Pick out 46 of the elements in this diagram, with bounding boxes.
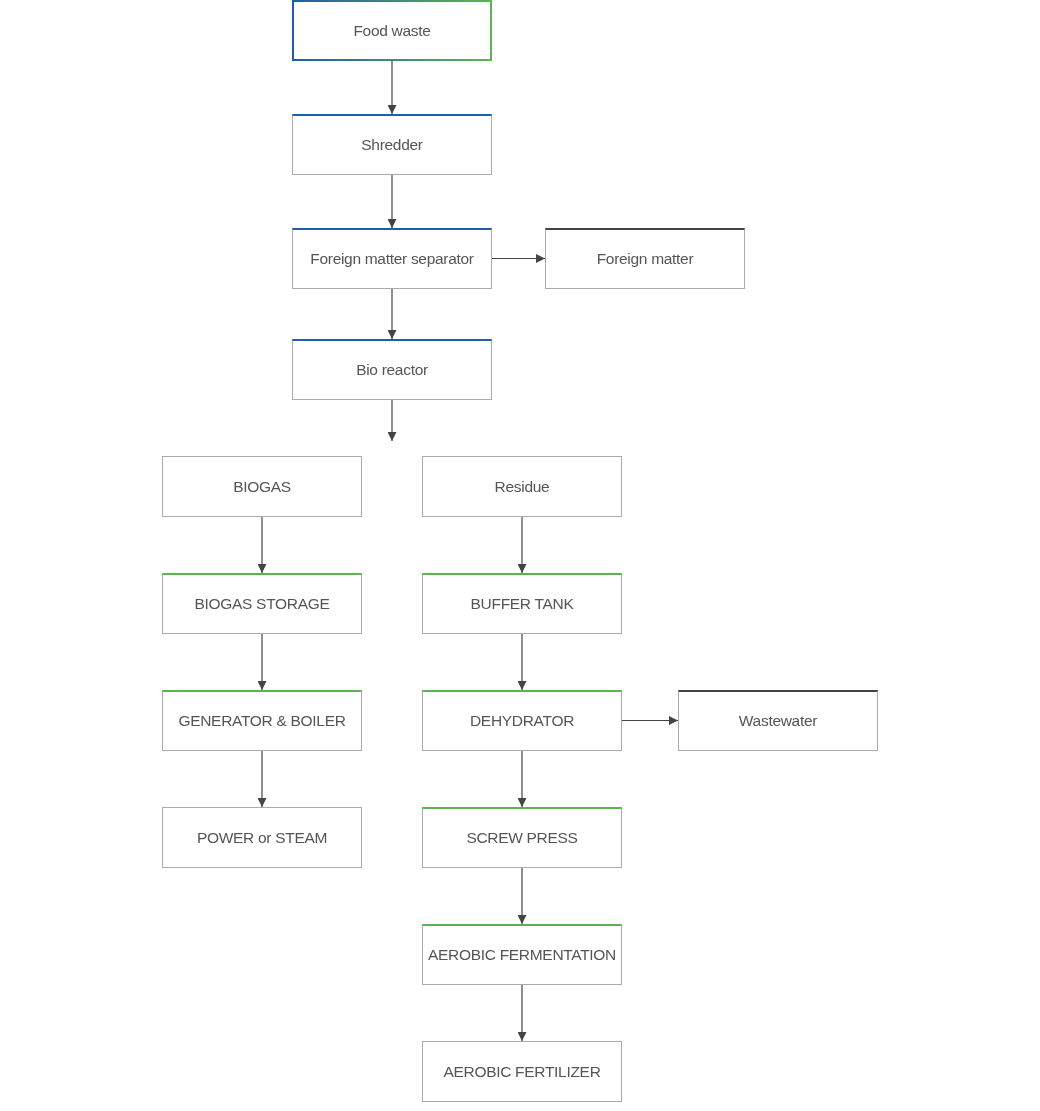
process-box: [292, 228, 492, 289]
process-box: [162, 807, 362, 868]
process-box: [422, 573, 622, 634]
arrow: [517, 984, 527, 1042]
process-box: [162, 690, 362, 751]
arrow: [257, 633, 267, 691]
process-box: [545, 228, 745, 289]
arrow: [387, 60, 397, 115]
box-label: AEROBIC FERMENTATION: [427, 946, 616, 964]
process-box: [292, 0, 492, 61]
process-box: [422, 807, 622, 868]
arrow: [517, 516, 527, 574]
process-box: [422, 924, 622, 985]
box-label: POWER or STEAM: [196, 828, 328, 847]
box-label: BIOGAS: [233, 477, 291, 496]
box-label: Foreign matter: [596, 250, 694, 268]
process-box: [422, 690, 622, 751]
box-label: Residue: [494, 477, 550, 496]
box-label: GENERATOR & BOILER: [178, 712, 346, 730]
box-label: Wastewater: [738, 712, 818, 730]
arrow: [257, 750, 267, 808]
arrow: [387, 174, 397, 229]
arrow: [491, 254, 546, 263]
process-box: [292, 339, 492, 400]
process-box: [678, 690, 878, 751]
arrow: [517, 750, 527, 808]
process-box: [422, 456, 622, 517]
box-label: Food waste: [353, 21, 431, 40]
box-label: Foreign matter separator: [310, 250, 474, 268]
box-label: AEROBIC FERTILIZER: [443, 1062, 601, 1081]
arrow: [257, 516, 267, 574]
process-box: [162, 573, 362, 634]
box-label: DEHYDRATOR: [469, 712, 575, 730]
arrow: [387, 399, 397, 442]
box-label: SCREW PRESS: [466, 829, 578, 847]
process-box: [162, 456, 362, 517]
arrow: [517, 867, 527, 925]
arrow: [621, 716, 679, 725]
process-box: [422, 1041, 622, 1102]
box-label: BUFFER TANK: [470, 595, 574, 613]
box-label: Bio reactor: [356, 361, 428, 379]
process-box: [292, 114, 492, 175]
arrow: [387, 288, 397, 340]
box-label: Shredder: [361, 136, 423, 154]
box-label: BIOGAS STORAGE: [194, 595, 330, 613]
arrow: [517, 633, 527, 691]
